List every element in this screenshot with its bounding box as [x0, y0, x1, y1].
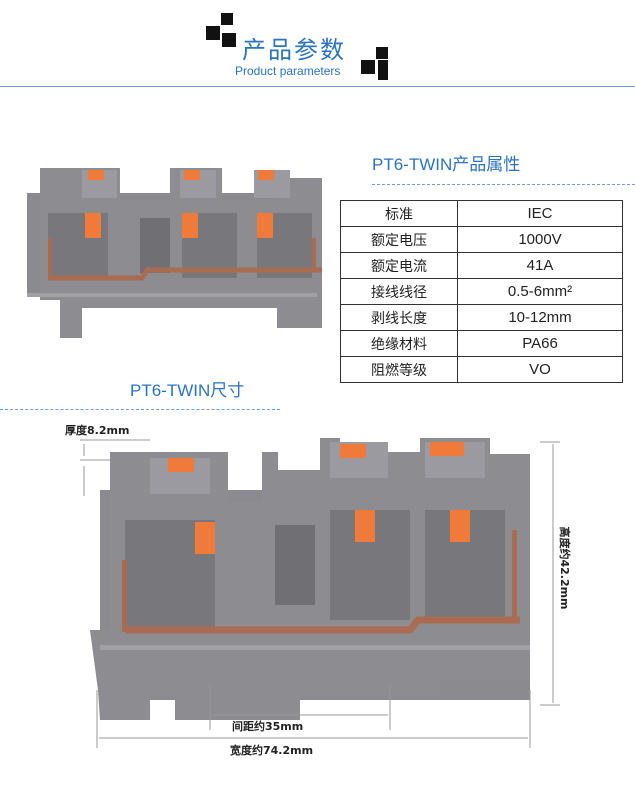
page-title: 产品参数	[242, 36, 346, 64]
spec-value: 1000V	[457, 226, 623, 253]
decor-square	[376, 47, 388, 59]
spec-label: 额定电流	[340, 252, 458, 279]
spec-value: VO	[457, 356, 623, 383]
terminal-block-image-large	[80, 438, 560, 748]
spec-label: 阻燃等级	[340, 356, 458, 383]
dimensions-title: PT6-TWIN尺寸	[130, 381, 245, 400]
height-label: 高度约42.2mm	[558, 526, 571, 610]
spec-value: IEC	[457, 200, 623, 227]
width-label: 宽度约74.2mm	[230, 744, 314, 757]
decor-square	[361, 60, 375, 74]
pitch-label: 间距约35mm	[232, 720, 304, 733]
terminal-block-image-small	[27, 168, 322, 338]
page-subtitle: Product parameters	[235, 64, 341, 78]
spec-value: 0.5-6mm²	[457, 278, 623, 305]
properties-divider	[372, 184, 635, 185]
spec-label: 额定电压	[340, 226, 458, 253]
spec-label: 绝缘材料	[340, 330, 458, 357]
decor-square	[206, 26, 220, 40]
properties-title: PT6-TWIN产品属性	[372, 155, 521, 174]
spec-value: 10-12mm	[457, 304, 623, 331]
spec-label: 接线线径	[340, 278, 458, 305]
spec-label: 剥线长度	[340, 304, 458, 331]
spec-value: 41A	[457, 252, 623, 279]
spec-value: PA66	[457, 330, 623, 357]
decor-square	[221, 13, 233, 25]
spec-label: 标准	[340, 200, 458, 227]
decor-square	[378, 60, 388, 80]
dimensions-divider	[0, 409, 280, 410]
header-divider	[0, 86, 635, 87]
thickness-label: 厚度8.2mm	[65, 424, 130, 437]
decor-square	[222, 33, 236, 47]
